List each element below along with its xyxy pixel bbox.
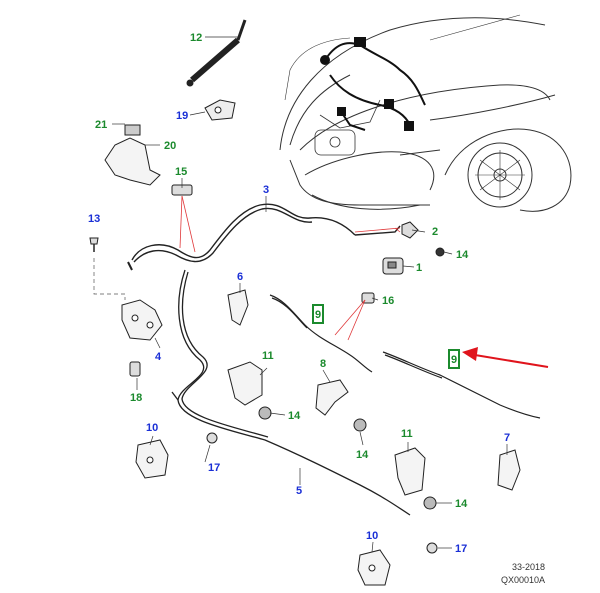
bracket-10b-part [357,549,391,586]
bracket-6-part [227,289,249,326]
figure-date-code: 33-2018 [511,562,545,572]
callout-2: 2 [432,226,438,238]
callout-5: 5 [296,485,302,497]
callout-1: 1 [416,262,422,274]
red-arrow-indicator [462,347,549,368]
callout-14-d: 14 [455,498,468,510]
bracket-7-part [497,449,521,491]
sensor-1-part [382,257,404,275]
harness-9a-marker [312,304,324,324]
grommet-14-part [435,247,445,257]
harness-9b-part [382,351,541,419]
callout-16: 16 [382,295,394,307]
callout-13: 13 [88,213,100,225]
vehicle-front-illustration [279,14,572,212]
figure-reference-code: QX00010A [500,575,545,585]
callout-14-b: 14 [288,410,301,422]
callout-4: 4 [155,351,162,363]
clip-2-part [401,221,419,239]
callout-3: 3 [263,184,269,196]
callout-19: 19 [176,110,188,122]
bracket-20-part [104,124,161,186]
callout-10-b: 10 [366,530,378,542]
bracket-4-part [121,299,163,341]
callout-14-c: 14 [356,449,369,461]
callout-11-b: 11 [401,428,413,440]
bolt-17a-part [206,432,218,444]
callout-18: 18 [130,392,142,404]
gas-strut-part [186,19,247,87]
bracket-11a-part [227,361,272,420]
bolt-13-part [89,237,99,252]
leader-lines [112,36,508,553]
bracket-19-part [204,99,236,121]
harness-3-part [127,203,401,271]
callout-9-b: 9 [451,354,457,366]
callout-20: 20 [164,140,176,152]
bolt-17b-part [426,542,438,554]
callout-6: 6 [237,271,243,283]
grommet-18-part [129,361,141,377]
callout-21: 21 [95,119,107,131]
bracket-10a-part [135,439,169,479]
callout-9-a: 9 [315,309,321,321]
dashed-leader [93,258,126,300]
red-leader-lines [179,195,401,341]
callout-10-a: 10 [146,422,158,434]
callout-15: 15 [175,166,187,178]
callout-labels: 12 19 21 20 15 3 13 2 14 1 6 16 9 9 4 8 … [88,32,510,555]
callout-17-a: 17 [208,462,220,474]
harness-5-part [171,269,411,516]
callout-8: 8 [320,358,326,370]
callout-14-a: 14 [456,249,469,261]
callout-12: 12 [190,32,202,44]
engine-bay-harness [320,37,426,131]
harness-9a-part [269,294,373,373]
callout-11-a: 11 [262,350,274,362]
callout-17-b: 17 [455,543,467,555]
bracket-8-part [315,379,367,432]
callout-7: 7 [504,432,510,444]
bracket-11b-part [394,447,437,510]
harness-9b-marker [448,349,460,369]
